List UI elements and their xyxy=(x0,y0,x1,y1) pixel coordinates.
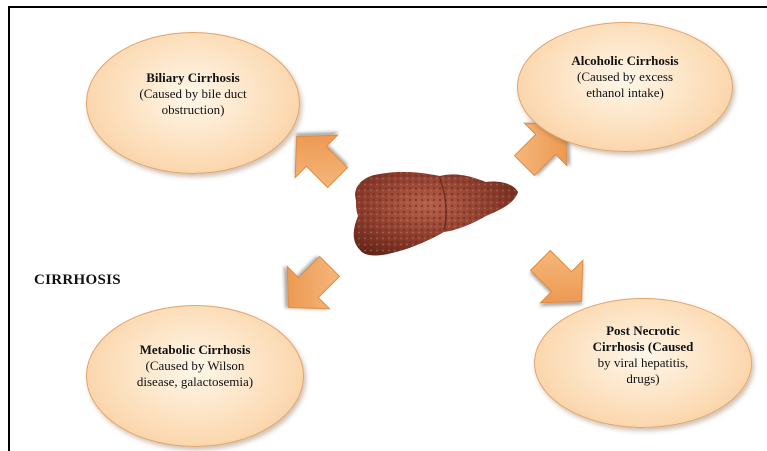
post-necrotic-title: Post Necrotic xyxy=(593,323,694,339)
metabolic-title: Metabolic Cirrhosis xyxy=(137,342,253,358)
alcoholic-desc-line-2: ethanol intake) xyxy=(571,85,678,101)
liver-image xyxy=(354,172,518,256)
metabolic-desc-line-2: disease, galactosemia) xyxy=(137,374,253,390)
alcoholic-title: Alcoholic Cirrhosis xyxy=(571,53,678,69)
bubble-post-necrotic-cirrhosis: Post Necrotic Cirrhosis (Caused by viral… xyxy=(534,298,752,428)
alcoholic-desc-line-1: (Caused by excess xyxy=(571,69,678,85)
arrow-down-left xyxy=(267,245,350,328)
biliary-desc-line-1: (Caused by bile duct xyxy=(139,86,246,102)
biliary-title: Biliary Cirrhosis xyxy=(139,70,246,86)
bubble-alcoholic-cirrhosis: Alcoholic Cirrhosis (Caused by excess et… xyxy=(517,22,733,152)
post-necrotic-desc-line-3: drugs) xyxy=(593,371,694,387)
post-necrotic-desc-line-2: by viral hepatitis, xyxy=(593,355,694,371)
bubble-metabolic-cirrhosis: Metabolic Cirrhosis (Caused by Wilson di… xyxy=(86,305,304,447)
biliary-desc-line-2: obstruction) xyxy=(139,102,246,118)
bubble-biliary-cirrhosis: Biliary Cirrhosis (Caused by bile duct o… xyxy=(86,32,300,174)
cirrhosis-label: CIRRHOSIS xyxy=(34,272,121,289)
post-necrotic-desc-line-1: Cirrhosis (Caused xyxy=(593,339,694,355)
metabolic-desc-line-1: (Caused by Wilson xyxy=(137,358,253,374)
